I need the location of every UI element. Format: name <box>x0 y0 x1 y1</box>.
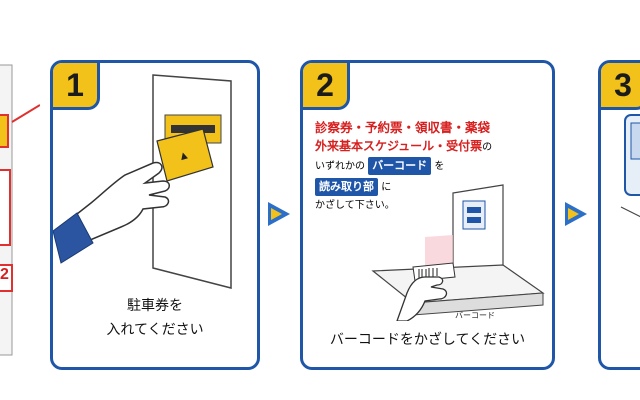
instruction-ni: に <box>381 182 392 193</box>
step-1-caption-line1: 駐車券を <box>127 298 183 314</box>
instruction-no: の <box>482 142 493 153</box>
instruction-documents-line2-row: 外来基本スケジュール・受付票の <box>315 137 550 157</box>
instruction-documents-line1: 診察券・予約票・領収書・薬袋 <box>315 120 491 135</box>
svg-text:▲: ▲ <box>179 150 188 161</box>
instruction-barcode-row: いずれかの バーコード を <box>315 157 550 176</box>
instruction-documents-line2: 外来基本スケジュール・受付票 <box>315 139 483 153</box>
step-3-illustration <box>620 114 640 218</box>
next-arrow-1 <box>268 202 290 226</box>
step-3-number: 3 <box>601 63 640 110</box>
instruction-reader-row: 読み取り部 に <box>315 178 550 197</box>
step-1-caption: 駐車券を 入れてください <box>53 295 257 343</box>
step-2-panel: 2 診察券・予約票・領収書・薬袋 外来基本スケジュール・受付票の いずれかの バ… <box>300 60 555 370</box>
instruction-wo: を <box>434 161 445 172</box>
step-2-number: 2 <box>303 63 350 110</box>
step-2-instructions: 診察券・予約票・領収書・薬袋 外来基本スケジュール・受付票の いずれかの バーコ… <box>315 119 550 215</box>
left-fragment-number: 2 <box>0 266 9 283</box>
instruction-barcode: バーコード <box>368 157 432 175</box>
step-1-number: 1 <box>53 63 100 110</box>
next-arrow-2 <box>565 202 587 226</box>
step-1-panel: 1 ▲ 駐車券を 入れてください <box>50 60 260 370</box>
insert-ticket-illustration: ▲ <box>53 74 232 289</box>
step-2-caption: バーコードをかざしてください <box>329 332 526 348</box>
machine-fragment-illustration <box>0 64 40 356</box>
scanner-label: バーコード <box>455 311 495 320</box>
step-1-caption-line2: 入れてください <box>106 321 204 338</box>
instruction-prefix: いずれかの <box>315 161 365 172</box>
instruction-suffix: かざして下さい。 <box>315 200 395 211</box>
left-fragment: 2 <box>0 60 40 370</box>
barcode-scanner-illustration <box>371 184 545 321</box>
instruction-reader: 読み取り部 <box>315 178 378 196</box>
step-3-panel: 3 <box>598 60 640 370</box>
